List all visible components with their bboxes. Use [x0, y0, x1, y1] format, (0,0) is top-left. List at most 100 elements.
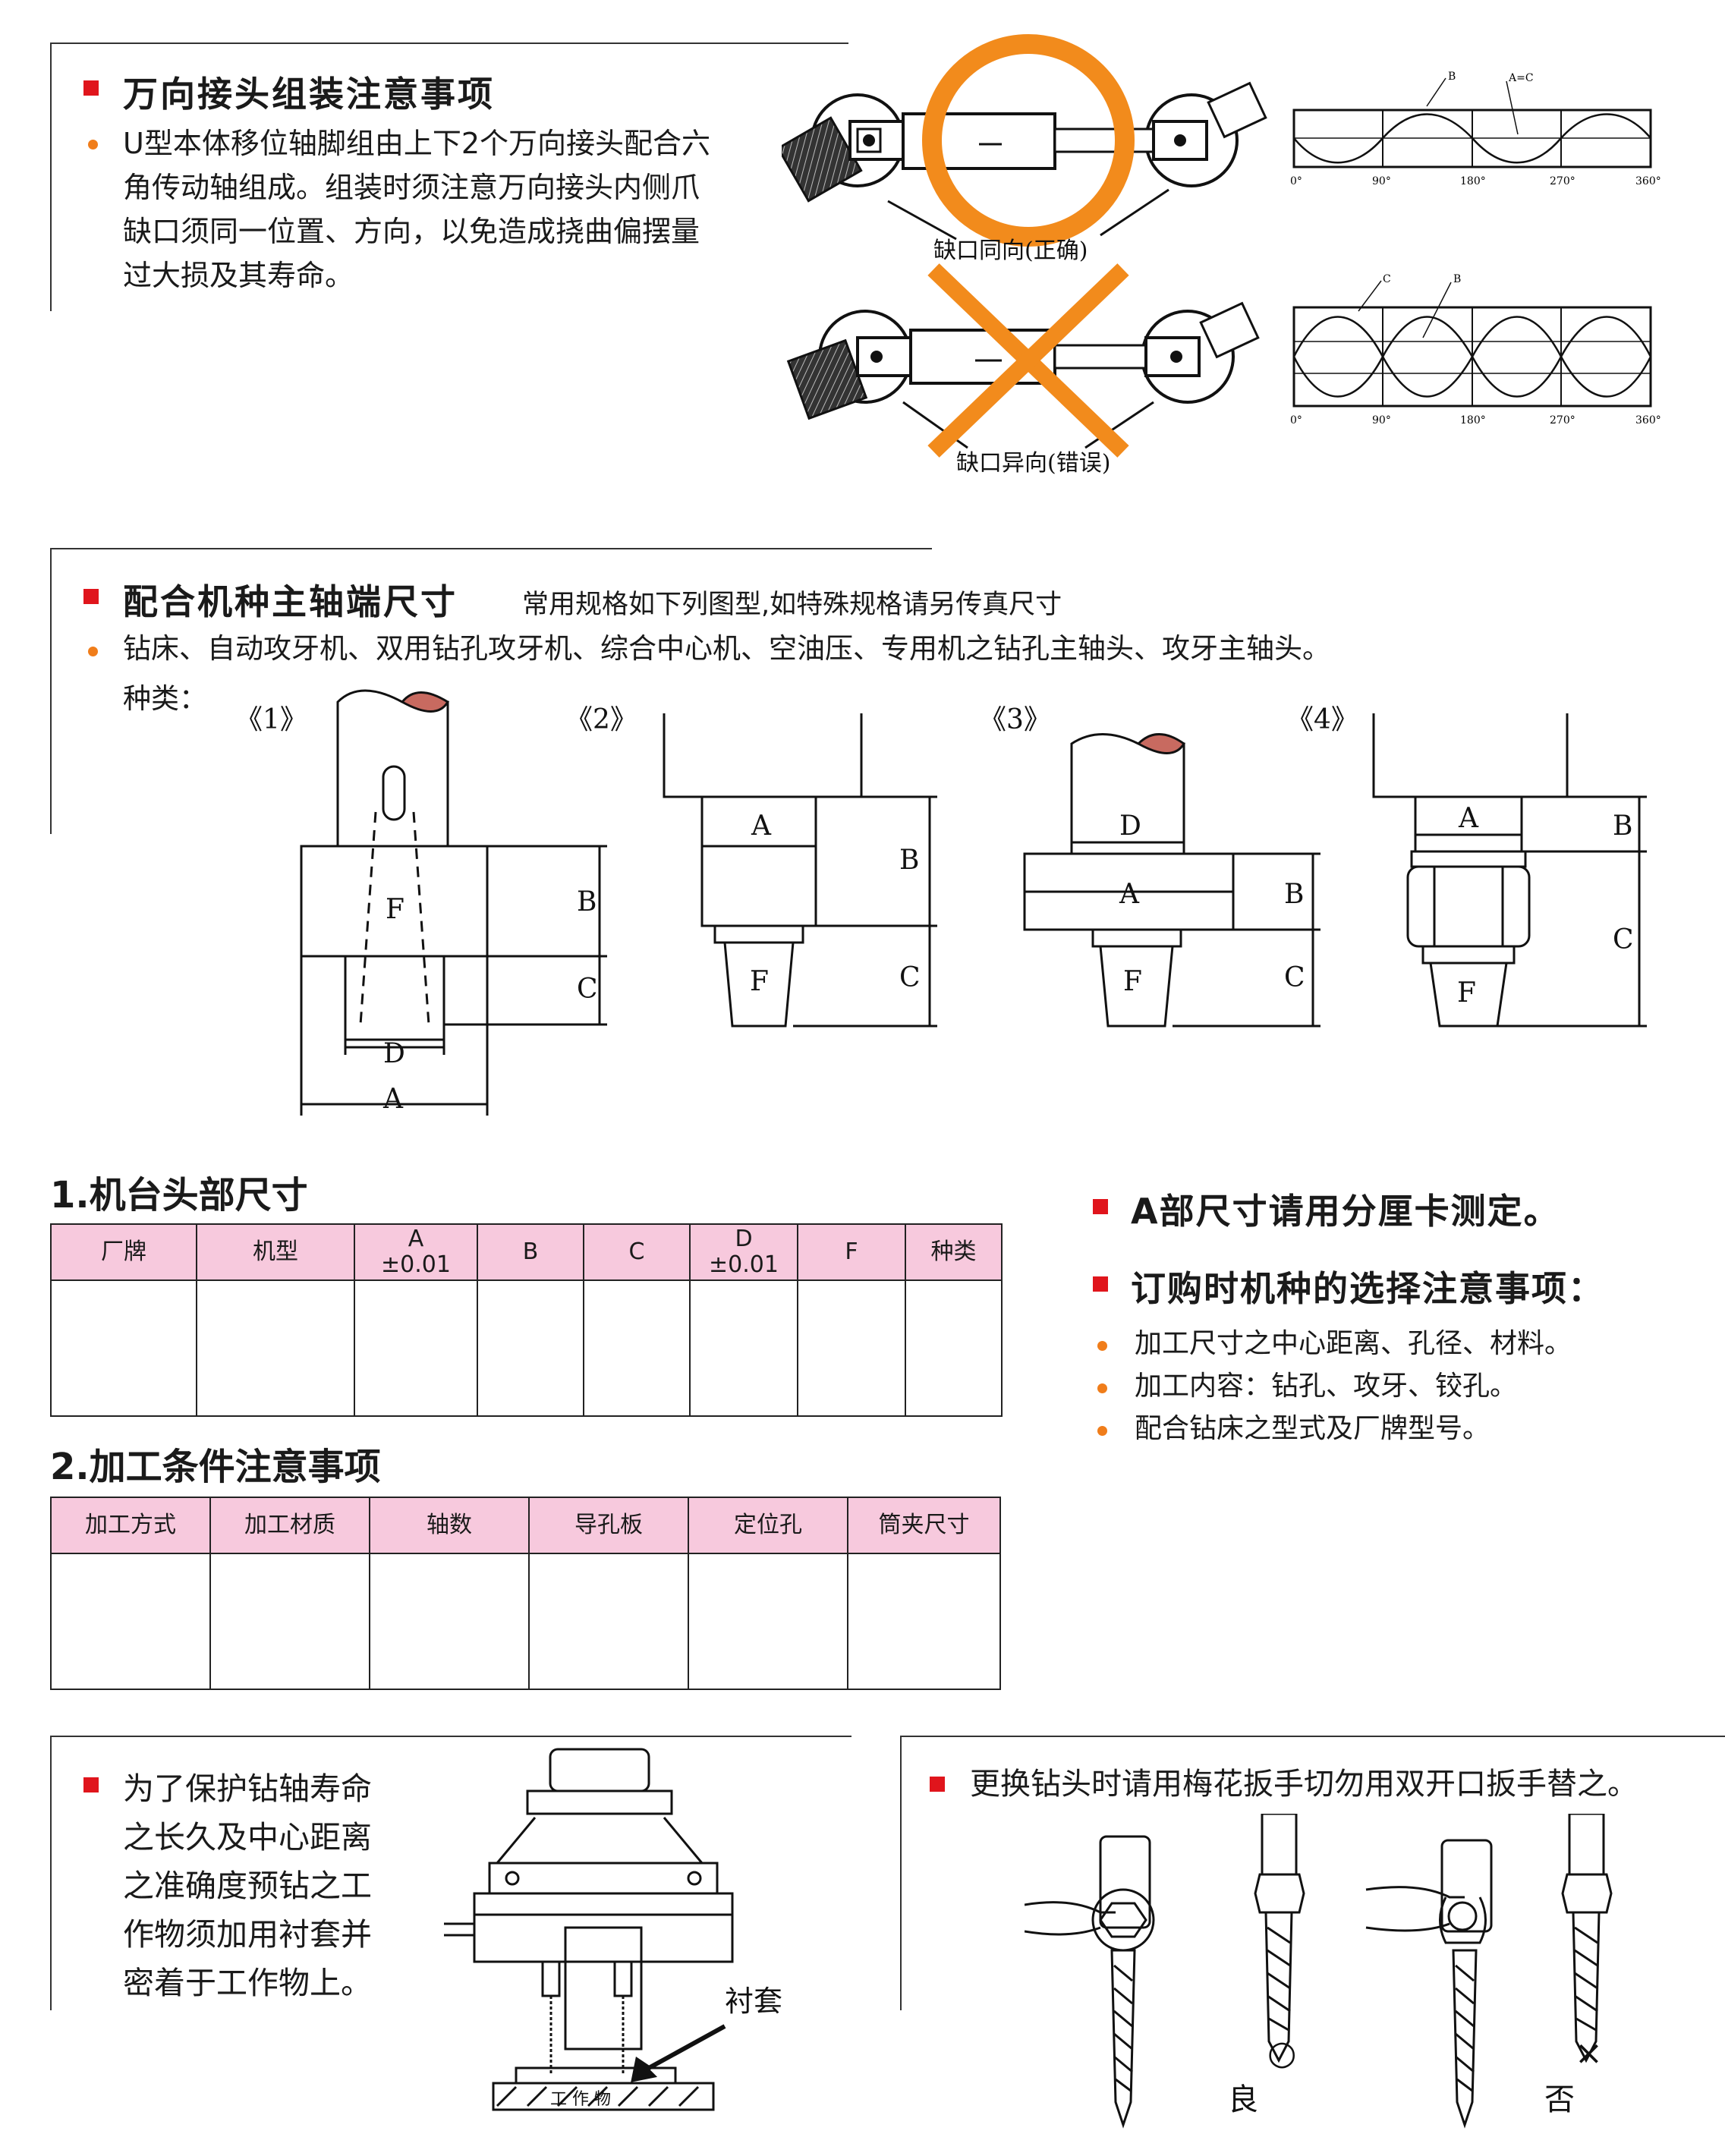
type-2-dim-a: A — [751, 810, 772, 842]
joint-correct-assembly — [782, 34, 1267, 247]
type-4-label: 《4》 — [1286, 704, 1358, 735]
wave1-tick-0: 0° — [1290, 175, 1302, 187]
type-1-dim-b: B — [577, 886, 597, 917]
table2-title: 2.加工条件注意事项 — [50, 1446, 381, 1488]
type-3-drawing — [1023, 733, 1321, 1028]
col-material: 加工材质 — [209, 1497, 370, 1554]
cell-material[interactable] — [209, 1553, 370, 1690]
wrench-note: 更换钻头时请用梅花扳手切勿用双开口扳手替之。 — [970, 1767, 1638, 1802]
type-1-dim-a: A — [382, 1084, 404, 1115]
col-type: 种类 — [905, 1223, 1003, 1281]
wave-chart-correct: B A=C 0° 90° 180° 270° 360° — [1290, 71, 1661, 187]
type-3-dim-b: B — [1284, 879, 1304, 910]
bushing-note-line-3: 之准确度预钻之工 — [123, 1868, 372, 1904]
col-d: D ±0.01 — [689, 1223, 798, 1281]
section4-frame — [900, 1736, 1725, 2010]
col-model: 机型 — [196, 1223, 355, 1281]
good-mark-icon: ○ — [1267, 2034, 1296, 2073]
table1-title: 1.机台头部尺寸 — [50, 1174, 308, 1216]
red-square-icon — [83, 1777, 99, 1792]
section1-frame — [50, 42, 848, 311]
red-square-icon — [1093, 1276, 1108, 1292]
wave2-tick-180: 180° — [1460, 414, 1486, 426]
section2-title: 配合机种主轴端尺寸 — [123, 581, 458, 622]
wave2-tick-360: 360° — [1635, 414, 1661, 426]
section1-line-2: 角传动轴组成。组装时须注意万向接头内侧爪 — [123, 171, 700, 204]
wave1-label-ac: A=C — [1508, 72, 1534, 84]
label-correct: 缺口同向(正确) — [933, 238, 1088, 264]
universal-joint-diagram: 缺口同向(正确) 缺口异向(错误) — [782, 34, 1267, 477]
cell-c[interactable] — [583, 1279, 691, 1417]
type-1-dim-c: C — [577, 974, 598, 1005]
cell-model[interactable] — [196, 1279, 355, 1417]
wrench-comparison-diagram: ○ 良 × 否 — [1025, 1814, 1613, 2129]
head-size-table: 厂牌 机型 A ±0.01 B C D ±0.01 F 种类 — [50, 1223, 1003, 1417]
cell-axes[interactable] — [369, 1553, 530, 1690]
bushing-label: 衬套 — [725, 1984, 782, 2018]
wave1-tick-90: 90° — [1372, 175, 1391, 187]
bushing-note-line-5: 密着于工作物上。 — [123, 1965, 372, 2001]
type-4-dim-b: B — [1613, 810, 1632, 842]
bushing-note-line-2: 之长久及中心距离 — [123, 1819, 372, 1855]
spindle-types-diagram: 《1》 《2》 《3》 《4》 F B C D A — [235, 689, 1647, 1116]
type-4-dim-a: A — [1458, 803, 1479, 834]
cell-b[interactable] — [477, 1279, 584, 1417]
section2-subtitle: 常用规格如下列图型,如特殊规格请另传真尺寸 — [522, 590, 1062, 620]
type-1-dim-d: D — [383, 1038, 405, 1069]
red-square-icon — [1093, 1199, 1108, 1214]
section1-line-4: 过大损及其寿命。 — [123, 259, 354, 292]
type-2-drawing — [663, 713, 937, 1028]
orange-bullet-icon — [88, 647, 98, 656]
order-item-1: 加工尺寸之中心距离、孔径、材料。 — [1135, 1328, 1572, 1359]
col-method: 加工方式 — [50, 1497, 211, 1554]
col-b: B — [477, 1223, 584, 1281]
wave1-label-b: B — [1448, 71, 1456, 83]
bad-label: 否 — [1544, 2082, 1575, 2117]
cell-brand[interactable] — [50, 1279, 197, 1417]
wave2-label-c: C — [1383, 273, 1391, 285]
machining-conditions-table: 加工方式 加工材质 轴数 导孔板 定位孔 筒夹尺寸 — [50, 1497, 1001, 1690]
type-2-dim-b: B — [899, 845, 919, 876]
label-wrong: 缺口异向(错误) — [956, 450, 1110, 477]
order-item-2: 加工内容：钻孔、攻牙、铰孔。 — [1135, 1371, 1518, 1402]
type-4-dim-c: C — [1613, 924, 1634, 955]
cell-a[interactable] — [354, 1279, 478, 1417]
section3-frame — [50, 1736, 851, 2010]
orange-bullet-icon — [88, 140, 98, 150]
type-1-label: 《1》 — [235, 704, 307, 735]
bushing-note-line-4: 作物须加用衬套并 — [123, 1916, 372, 1953]
wave2-tick-0: 0° — [1290, 414, 1302, 426]
wave2-label-b: B — [1453, 273, 1461, 285]
workpiece-label: 工 作 物 — [550, 2090, 611, 2109]
wave1-tick-360: 360° — [1635, 175, 1661, 187]
cell-method[interactable] — [50, 1553, 211, 1690]
section2-bullet: 钻床、自动攻牙机、双用钻孔攻牙机、综合中心机、空油压、专用机之钻孔主轴头、攻牙主… — [123, 632, 1330, 665]
section2-frame — [50, 548, 932, 834]
table-row — [50, 1553, 1001, 1690]
joint-wrong-assembly — [786, 263, 1260, 458]
wave1-tick-270: 270° — [1550, 175, 1575, 187]
type-2-label: 《2》 — [565, 704, 637, 735]
type-4-drawing — [1372, 713, 1647, 1028]
type-1-drawing — [300, 689, 607, 1116]
section1-line-3: 缺口须同一位置、方向，以免造成挠曲偏摆量 — [123, 215, 700, 248]
col-collet-size: 筒夹尺寸 — [847, 1497, 1001, 1554]
section1-title: 万向接头组装注意事项 — [123, 74, 495, 115]
type-3-label: 《3》 — [979, 704, 1051, 735]
cell-type[interactable] — [905, 1279, 1003, 1417]
orange-bullet-icon — [1097, 1341, 1107, 1351]
types-label: 种类： — [123, 682, 207, 715]
type-4-dim-f: F — [1457, 977, 1476, 1009]
red-square-icon — [930, 1777, 945, 1792]
type-2-dim-c: C — [899, 962, 921, 993]
bushing-note-line-1: 为了保护钻轴寿命 — [123, 1770, 372, 1807]
section1-line-1: U型本体移位轴脚组由上下2个万向接头配合六 — [123, 127, 710, 160]
cell-locating-hole[interactable] — [688, 1553, 848, 1690]
cell-collet-size[interactable] — [847, 1553, 1001, 1690]
col-f: F — [797, 1223, 906, 1281]
col-a: A ±0.01 — [354, 1223, 478, 1281]
cell-f[interactable] — [797, 1279, 906, 1417]
cell-guide-plate[interactable] — [528, 1553, 689, 1690]
cell-d[interactable] — [689, 1279, 798, 1417]
col-locating-hole: 定位孔 — [688, 1497, 848, 1554]
